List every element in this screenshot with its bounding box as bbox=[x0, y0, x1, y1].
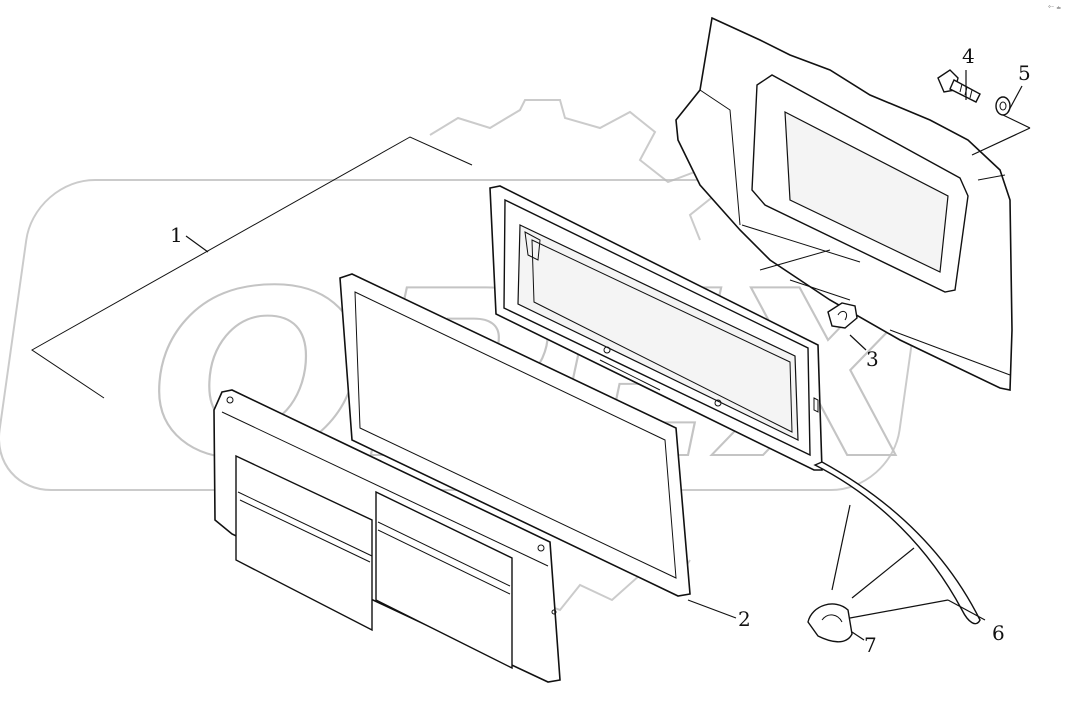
corner-mark: °⁻ ≐ bbox=[1048, 5, 1061, 12]
callout-4: 4 bbox=[962, 44, 975, 68]
callout-2: 2 bbox=[738, 607, 751, 631]
callout-labels: 1 2 3 4 5 6 7 bbox=[170, 44, 1031, 657]
part-2-seal-frame bbox=[339, 273, 691, 597]
part-5-washer bbox=[995, 96, 1011, 116]
callout-7: 7 bbox=[864, 633, 877, 657]
callout-1: 1 bbox=[170, 223, 183, 247]
callout-5: 5 bbox=[1018, 61, 1031, 85]
window-frame bbox=[489, 185, 823, 471]
part-3-plug bbox=[827, 302, 858, 329]
callout-6: 6 bbox=[992, 621, 1005, 645]
part-7-clip bbox=[807, 603, 853, 643]
cab-wall bbox=[675, 16, 1013, 391]
callout-3: 3 bbox=[866, 347, 879, 371]
part-6-seal-strip bbox=[813, 461, 981, 625]
part-1-panel-outline bbox=[31, 136, 473, 399]
front-grille-panel bbox=[213, 389, 561, 683]
leader-lines bbox=[185, 70, 1031, 641]
part-4-bolt bbox=[937, 69, 981, 103]
